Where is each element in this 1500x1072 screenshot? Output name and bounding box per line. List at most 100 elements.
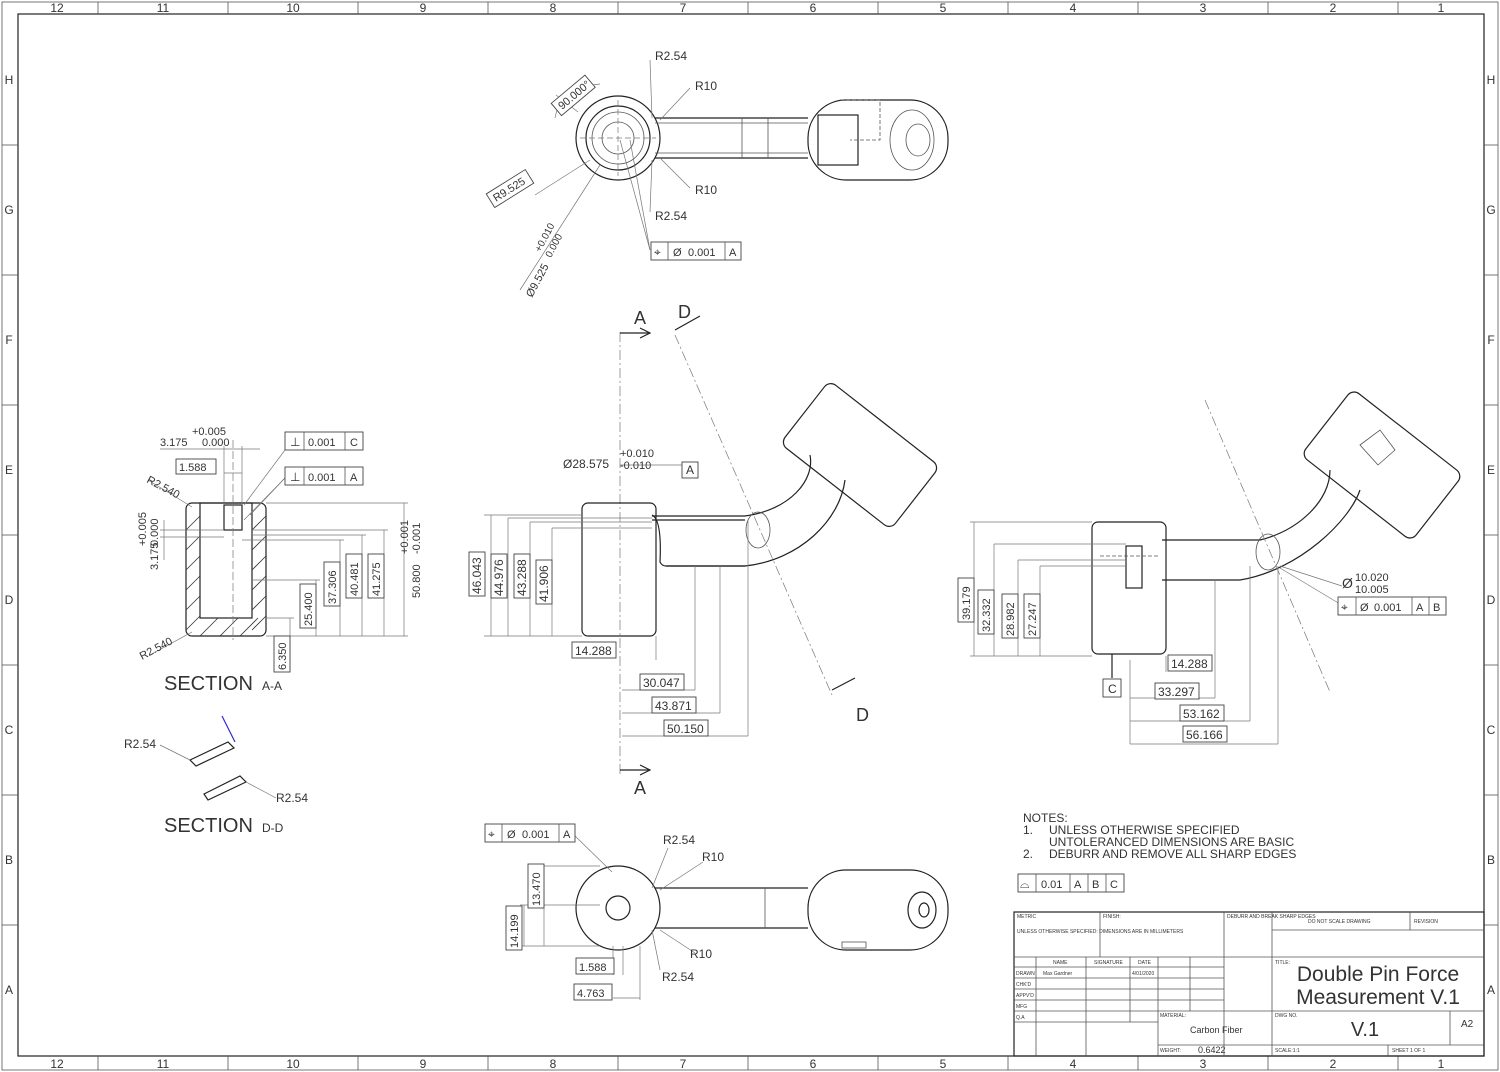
drawing-title-line2: Measurement V.1 (1296, 986, 1460, 1009)
profile-frame: ⌓ 0.01 A B C (1017, 873, 1125, 893)
fcf-value: 0.001 (308, 472, 336, 484)
row-label: A (5, 983, 13, 997)
diameter-label: Ø28.575 (563, 457, 609, 471)
dimension-value: 3.175 (149, 542, 161, 570)
title-block-label: DEBURR AND BREAK SHARP EDGES (1227, 914, 1316, 920)
dimension-value: 56.166 (1186, 728, 1223, 742)
row-label: G (4, 203, 13, 217)
dimension-value: 1.588 (179, 462, 207, 474)
dimension-value: 43.288 (515, 559, 529, 596)
sheet-size: A2 (1461, 1019, 1474, 1030)
section-title: SECTION (164, 673, 253, 695)
dimension-value: 25.400 (303, 592, 315, 626)
title-block-label: TITLE: (1275, 960, 1290, 966)
row-label: C (5, 723, 14, 737)
drawn-date: 4/01/2020 (1132, 971, 1154, 977)
dimension-value: 43.871 (655, 699, 692, 713)
feature-control-frame: ⌖ Ø 0.001 A (650, 241, 742, 261)
col-label: 6 (810, 1057, 817, 1071)
title-block-label: DO NOT SCALE DRAWING (1308, 919, 1371, 925)
radius-label: R2.540 (145, 474, 182, 501)
radius-label: R2.540 (138, 635, 175, 662)
note-text: UNLESS OTHERWISE SPECIFIED (1049, 823, 1240, 837)
material-value: Carbon Fiber (1190, 1025, 1243, 1035)
tolerance-minus: 0.000 (149, 518, 161, 546)
row-label: E (1487, 463, 1495, 477)
col-label: 3 (1200, 1057, 1207, 1071)
note-number: 1. (1023, 823, 1033, 837)
title-block-header: SIGNATURE (1094, 960, 1123, 966)
col-label: 5 (940, 1057, 947, 1071)
fcf-datum: A (563, 829, 571, 841)
radius-label: R2.54 (655, 209, 687, 223)
radius-label: R2.54 (124, 737, 156, 751)
radius-label: R10 (702, 850, 724, 864)
feature-control-frame: ⌖ Ø 0.001 A B (1337, 596, 1447, 616)
feature-control-frame: ⌖ Ø 0.001 A (484, 823, 576, 843)
note-text: DEBURR AND REMOVE ALL SHARP EDGES (1049, 847, 1296, 861)
title-block-row: Q.A (1016, 1015, 1025, 1021)
profile-symbol: ⌓ (1020, 877, 1030, 891)
perpendicularity-frame: ⊥ 0.001 C (284, 431, 364, 451)
position-symbol: ⌖ (1341, 600, 1348, 614)
row-label: B (5, 853, 13, 867)
iso-view: 39.179 32.332 28.982 27.247 14.288 33.29… (957, 391, 1461, 745)
dimension-value: 41.906 (537, 565, 551, 602)
col-label: 7 (680, 1057, 687, 1071)
position-symbol: ⌖ (654, 245, 661, 259)
row-label: B (1487, 853, 1495, 867)
dimension-value: 6.350 (277, 642, 289, 670)
section-marker: D (856, 705, 869, 725)
col-label: 10 (286, 1057, 300, 1071)
dimension-value: 14.199 (509, 914, 521, 948)
section-title: SECTION (164, 815, 253, 837)
radius-label: R2.54 (663, 833, 695, 847)
front-view: A A D D Ø28.575 +0.010 -0.010 A 46.043 4… (468, 302, 938, 798)
dimension-value: 44.976 (492, 559, 506, 596)
row-label: H (1487, 73, 1496, 87)
title-block-label: FINISH: (1103, 914, 1121, 920)
dimension-value: 14.288 (1171, 657, 1208, 671)
dimension-value: 30.047 (643, 676, 680, 690)
dimension-lower: 10.005 (1355, 584, 1389, 596)
title-block-label: MATERIAL: (1160, 1013, 1186, 1019)
row-label: D (1487, 593, 1496, 607)
row-label: H (5, 73, 14, 87)
fcf-value: 0.001 (308, 437, 336, 449)
title-block-row: DRAWN (1016, 971, 1035, 977)
title-block-row: APPV'D (1016, 993, 1034, 999)
fcf-datum: C (350, 437, 358, 449)
radius-label: R2.54 (276, 791, 308, 805)
datum-label: C (1108, 682, 1117, 696)
fcf-dia: Ø (673, 247, 682, 259)
section-suffix: A-A (262, 679, 282, 693)
drawn-name: Max Gardner (1043, 971, 1073, 977)
section-marker: A (634, 778, 646, 798)
radius-label: R2.54 (662, 970, 694, 984)
fcf-value: 0.001 (522, 829, 550, 841)
dimension-value: 46.043 (470, 557, 484, 594)
col-label: 5 (940, 1, 947, 15)
diameter-symbol: Ø (1342, 575, 1353, 591)
row-label: E (5, 463, 13, 477)
title-block-label: WEIGHT: (1160, 1048, 1181, 1054)
note-number: 2. (1023, 847, 1033, 861)
col-label: 4 (1070, 1, 1077, 15)
col-label: 1 (1438, 1, 1445, 15)
title-block-row: MFG (1016, 1004, 1027, 1010)
section-dd: R2.54 R2.54 SECTION D-D (124, 715, 308, 837)
col-label: 10 (286, 1, 300, 15)
fcf-dia: Ø (1360, 602, 1369, 614)
position-symbol: ⌖ (488, 827, 495, 841)
fcf-datum: A (1416, 602, 1424, 614)
col-label: 9 (420, 1, 427, 15)
title-block-label: REVISION (1414, 919, 1438, 925)
row-label: A (1487, 983, 1495, 997)
title-block-label: DWG NO. (1275, 1013, 1298, 1019)
sheet-label: SHEET 1 OF 1 (1392, 1048, 1425, 1054)
col-label: 6 (810, 1, 817, 15)
dimension-value: 33.297 (1158, 685, 1195, 699)
row-label: G (1486, 203, 1495, 217)
diameter-label: Ø9.525 (524, 262, 552, 300)
